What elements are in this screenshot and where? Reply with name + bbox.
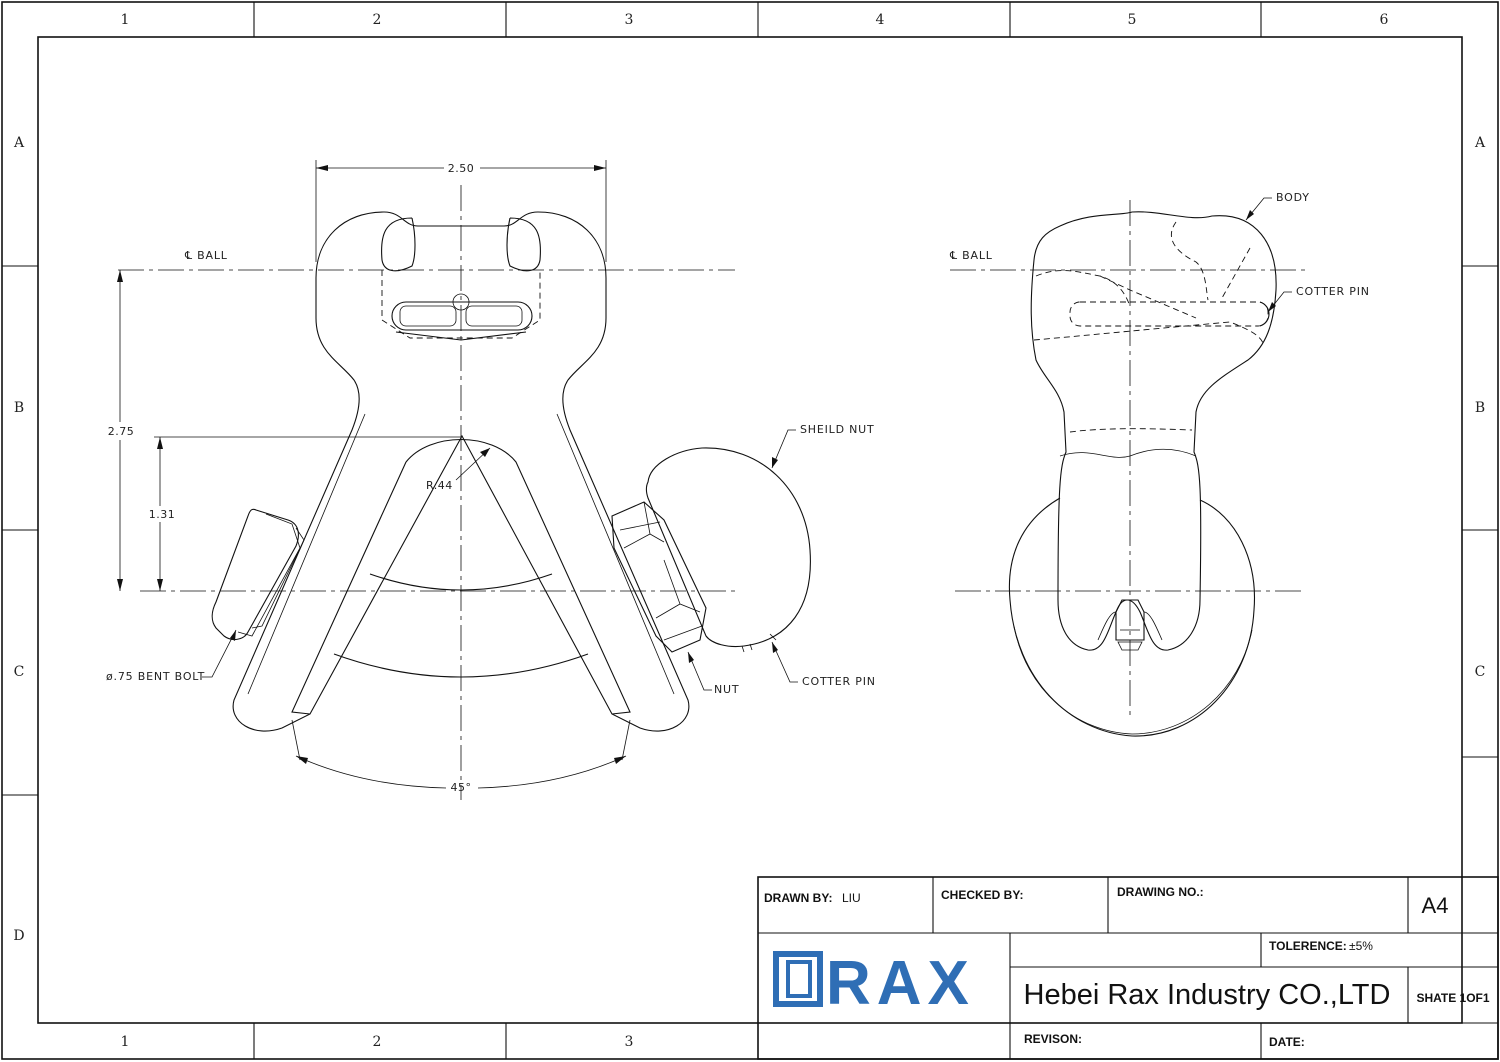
dimension-width: 2.50 (315, 160, 607, 262)
bent-bolt (211, 508, 305, 641)
ball-socket-hidden (381, 270, 541, 339)
row-label-c: C (14, 664, 25, 680)
right-ball-pocket (506, 217, 541, 272)
title-block: DRAWN BY: LIU CHECKED BY: DRAWING NO.: A… (757, 876, 1499, 1060)
cotter-pin-left (399, 305, 457, 327)
front-view: 2.50 2.75 1.31 R.44 (106, 160, 876, 800)
dimension-height-total: 2.75 (108, 270, 135, 591)
hidden-socket-left (1035, 270, 1131, 307)
row-label-b: B (14, 400, 24, 416)
dimension-radius: R.44 (426, 447, 491, 492)
left-ball-pocket (381, 217, 416, 272)
bottom-column-label-1: 1 (121, 1034, 130, 1050)
dimension-height-partial: 1.31 (149, 436, 461, 591)
cotter-pin-head (1259, 301, 1270, 327)
logo-text: RAX (826, 949, 975, 1018)
slot-bottom-edge (395, 331, 527, 341)
inner-arch (291, 438, 631, 715)
drawing-no-label: DRAWING NO.: (1117, 885, 1204, 899)
hidden-neck-line (1069, 428, 1193, 433)
checked-by-label: CHECKED BY: (941, 888, 1023, 902)
date-label: DATE: (1269, 1035, 1305, 1049)
cotter-pin-right (465, 305, 523, 327)
shield-disc (1008, 497, 1256, 737)
zone-labels: 1 2 3 4 5 6 1 2 3 A B C D A B C (13, 12, 1486, 1050)
row-label-d: D (13, 928, 24, 944)
callout-cl-ball-front: ℄ BALL (184, 249, 228, 262)
row-label-a: A (13, 135, 25, 151)
drawn-by-value: LIU (842, 891, 861, 905)
left-leg-inner-edge (247, 413, 366, 695)
callout-body: BODY (1276, 191, 1310, 204)
sheet-number: SHATE 1OF1 (1416, 991, 1489, 1005)
column-label-5: 5 (1128, 12, 1137, 28)
dimension-angle: 45° (291, 719, 631, 794)
rax-logo: RAX (773, 949, 975, 1018)
leader-bent-bolt (202, 629, 237, 678)
dimension-angle-label: 45° (451, 781, 472, 794)
dimension-height-total-label: 2.75 (108, 425, 135, 438)
hex-nut (611, 501, 707, 653)
column-label-2: 2 (373, 12, 382, 28)
callout-cotter-pin-front: COTTER PIN (802, 675, 876, 688)
right-row-label-c: C (1475, 664, 1486, 680)
right-row-label-a: A (1474, 135, 1486, 151)
dimension-radius-label: R.44 (426, 479, 453, 492)
column-label-4: 4 (876, 12, 885, 28)
leader-shield-nut (771, 429, 796, 469)
hidden-diagonal-1 (1221, 247, 1251, 299)
company-name: Hebei Rax Industry CO.,LTD (1024, 979, 1391, 1011)
bottom-column-label-2: 2 (373, 1034, 382, 1050)
column-label-3: 3 (625, 12, 634, 28)
bottom-column-label-3: 3 (625, 1034, 634, 1050)
hidden-diagonal-2 (1099, 275, 1197, 319)
hidden-cotter-pin (1069, 301, 1269, 327)
logo-mark-outer (773, 951, 823, 1007)
cotter-pin-eye (452, 293, 470, 311)
shield-nut (645, 447, 811, 653)
column-label-6: 6 (1380, 12, 1389, 28)
revision-label: REVISON: (1024, 1032, 1082, 1046)
column-label-1: 1 (121, 12, 130, 28)
shield-disc-rim (1013, 625, 1253, 735)
right-leg-inner-edge (556, 413, 675, 695)
leg-arc-lower (333, 653, 589, 678)
leader-nut (687, 651, 712, 691)
right-row-label-b: B (1475, 400, 1485, 416)
sheet-size: A4 (1422, 893, 1449, 918)
leg-arc-upper (369, 573, 553, 591)
drawn-by-label: DRAWN BY: (764, 891, 832, 905)
side-view: ℄ BALL BODY COTTER PIN (949, 191, 1370, 737)
tolerance-value: ±5% (1349, 939, 1373, 953)
callout-shield-nut: SHEILD NUT (800, 423, 875, 436)
bolt-end-detail (1117, 629, 1143, 651)
logo-mark-inner (786, 960, 812, 998)
dimension-width-label: 2.50 (448, 162, 475, 175)
callout-cl-ball-side: ℄ BALL (949, 249, 993, 262)
cotter-pin-slot (391, 301, 533, 331)
callout-bent-bolt: ø.75 BENT BOLT (106, 670, 205, 683)
dimension-height-partial-label: 1.31 (149, 508, 176, 521)
side-body-outline (1030, 211, 1277, 651)
clevis-body-outline (232, 211, 690, 732)
leader-cotter-pin-front (771, 641, 798, 683)
tolerance-label: TOLERENCE: (1269, 939, 1347, 953)
bolt-slot-edges (1097, 611, 1163, 641)
hidden-socket-upper (1171, 221, 1209, 301)
callout-cotter-pin-side: COTTER PIN (1296, 285, 1370, 298)
callout-nut: NUT (714, 683, 739, 696)
neck-line (1059, 448, 1197, 458)
